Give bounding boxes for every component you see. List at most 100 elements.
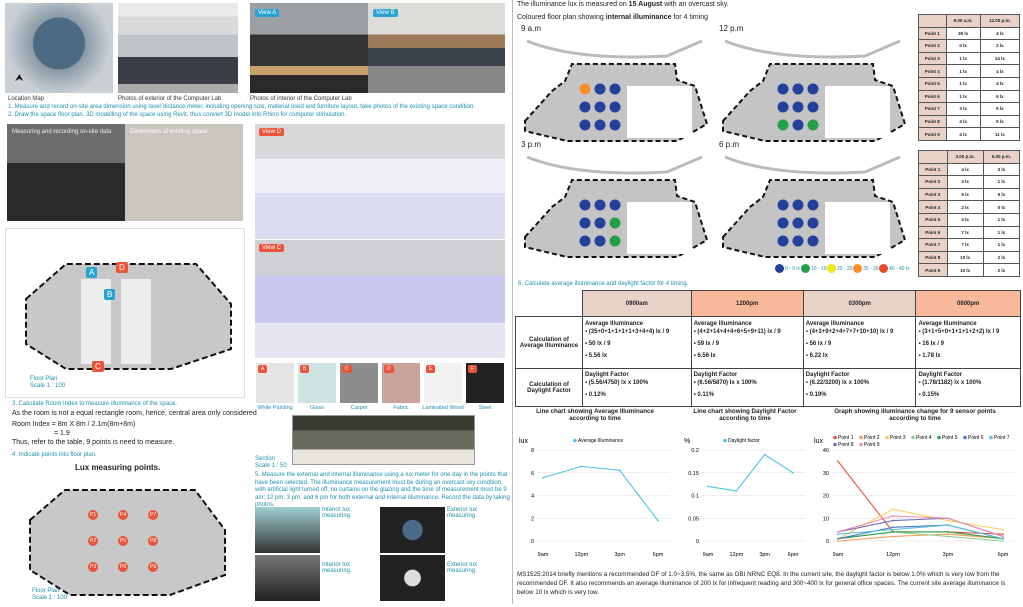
data-point	[763, 453, 766, 456]
point-label: Point 5	[918, 76, 947, 91]
lux-value: 2 lx	[982, 250, 1021, 265]
data-point	[1002, 535, 1004, 538]
sensor-point-2	[777, 101, 789, 113]
measuring-photo: Measuring and recording on-site data	[7, 124, 125, 221]
x-tick-label: 6pm	[998, 552, 1009, 558]
legend-label: Point 7	[994, 435, 1010, 441]
material-label: Laminated Wood	[422, 405, 464, 411]
north-arrow-icon: ⮝	[15, 73, 24, 84]
calc-line: Daylight Factor	[918, 371, 963, 378]
lux-point-8: P8	[148, 536, 159, 546]
lux-value: 4 lx	[979, 64, 1021, 78]
legend-label: Daylight factor	[728, 438, 760, 444]
lux-value: 7 lx	[946, 225, 984, 240]
data-point	[1002, 528, 1004, 531]
material-tag: A	[258, 365, 268, 373]
plan-time-label: 9 a.m	[521, 24, 542, 33]
site-outline	[526, 155, 703, 175]
calc-line: Average Illuminance	[918, 320, 977, 327]
y-axis-label: lux	[814, 438, 823, 445]
legend-label: Point 3	[890, 435, 906, 441]
data-point	[837, 533, 839, 536]
material-tag: B	[300, 365, 310, 373]
data-point	[947, 531, 949, 533]
legend-label: Point 2	[864, 435, 880, 441]
interior-lux-caption-1: Interior lux measuring.	[322, 507, 352, 519]
sensor-point-1	[777, 83, 789, 95]
floor-plan-title: Floor Plan	[30, 376, 58, 382]
data-point	[707, 485, 709, 488]
section-title: Section	[255, 456, 276, 462]
illuminance-floor-plan	[524, 39, 709, 142]
data-point	[947, 535, 949, 538]
legend-dot-icon	[775, 264, 784, 273]
x-tick-label: 12pm	[729, 552, 743, 558]
location-map-caption: Location Map	[8, 96, 45, 102]
material-swatch-carpet: C	[340, 363, 378, 403]
y-tick-label: 20	[823, 494, 829, 500]
x-tick-label: 3pm	[943, 552, 954, 558]
view-a-tag: View A	[255, 9, 280, 17]
data-point	[792, 471, 794, 474]
x-tick-label: 6pm	[653, 552, 664, 558]
step-3-text: 3. Calculate Room Index to measure illum…	[12, 401, 178, 407]
point-label: Point 7	[918, 102, 947, 116]
data-point	[657, 519, 659, 522]
lux-value: 1 lx	[982, 225, 1021, 240]
location-map-image: ⮝	[5, 3, 113, 93]
calc-line: ▪ (4+2+14+4+4+6+5+9+11) lx / 9	[693, 328, 781, 335]
material-label: Glass	[309, 405, 325, 411]
calc-line: Average Illuminance	[805, 320, 864, 327]
point-label: Point 7	[918, 238, 948, 252]
calc-line: Average Illuminance	[585, 320, 644, 327]
legend-marker-icon	[885, 435, 889, 440]
avg-illuminance-cell: Average Illuminance▪ (35+0+1+1+1+1+3+4+4…	[582, 316, 692, 369]
lux-value: 4 lx	[945, 127, 981, 141]
illuminance-floor-plan	[722, 155, 907, 258]
step-1-text: 1. Measure and record on-site area dimen…	[8, 104, 475, 110]
data-point	[837, 531, 839, 533]
data-point	[837, 460, 839, 463]
void-area	[627, 86, 692, 138]
legend-marker-icon	[911, 435, 915, 440]
site-outline	[724, 155, 901, 175]
lux-value: 9 lx	[979, 114, 1021, 129]
sensor-point-7	[807, 83, 819, 95]
material-tag: C	[342, 365, 352, 373]
daylight-factor-cell: Daylight Factor▪ (5.56/4750) lx x 100%▪ …	[582, 368, 692, 407]
legend-dot-icon	[801, 264, 810, 273]
section-drawing	[292, 415, 475, 465]
lux-value: 1 lx	[982, 175, 1021, 189]
sub-bold: internal illuminance	[605, 14, 672, 21]
floor-plan-panel: A B C D Floor Plan Scale 1 : 100	[5, 228, 245, 398]
sensor-point-3	[579, 119, 591, 131]
chart-title: Line chart showing Daylight Factor accor…	[693, 408, 797, 422]
calc-line: ▪ 0.15%	[918, 391, 940, 398]
x-tick-label: 6pm	[788, 552, 799, 558]
dimensions-photo-label: Dimensions of existing space	[130, 129, 208, 135]
view-b-tag: View B	[373, 9, 398, 17]
legend-item: 40 - 49 lx	[879, 264, 910, 273]
view-c-tag: View C	[259, 244, 284, 252]
lux-value: 1 lx	[982, 212, 1021, 227]
legend-marker-icon	[859, 435, 863, 440]
sensor-point-3	[579, 235, 591, 247]
data-point	[892, 519, 894, 522]
sensor-point-9	[807, 235, 819, 247]
x-tick-label: 9am	[538, 552, 549, 558]
interior-lux-photo-1	[255, 507, 320, 553]
sensor-point-8	[807, 217, 819, 229]
calc-line: ▪ 59 lx / 9	[693, 340, 720, 347]
void-area	[825, 86, 890, 138]
table-header	[918, 150, 948, 164]
lux-point-6: P6	[118, 562, 129, 572]
sub-pre: Coloured floor plan showing	[517, 14, 606, 21]
sensor-point-9	[609, 119, 621, 131]
sensor-point-3	[777, 119, 789, 131]
marker-c: C	[92, 361, 104, 372]
